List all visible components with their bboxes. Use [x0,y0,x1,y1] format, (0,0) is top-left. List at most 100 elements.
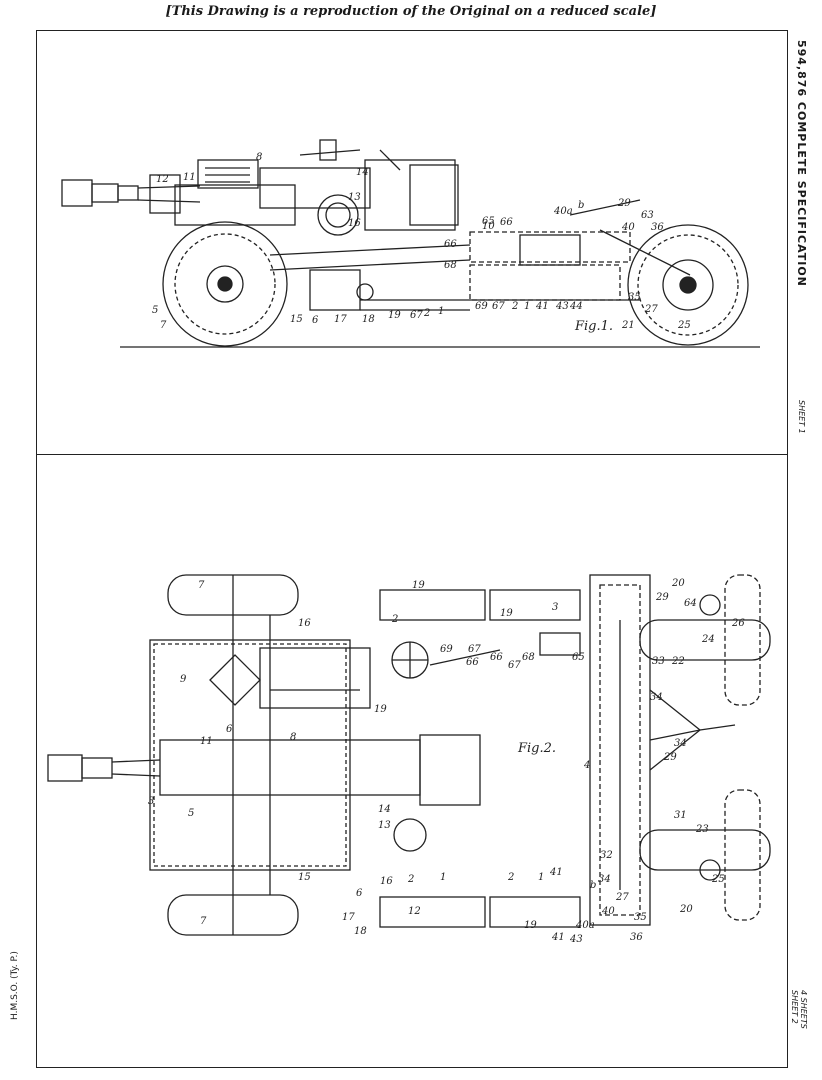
label: 63 [641,210,654,221]
label: 19 [500,608,513,619]
label: 1 [524,301,530,312]
label: 34 [674,738,687,749]
label: 66 [444,239,457,250]
label: 31 [674,810,687,821]
label: 15 [290,314,303,325]
label: 34 [598,874,611,885]
label: 40 [621,222,635,233]
figure-2-labels: 7 19 16 2 19 3 20 29 64 26 9 69 67 68 65… [148,578,745,945]
label: 6 [226,724,233,735]
label: 15 [298,872,311,883]
label: 19 [388,310,401,321]
label: 21 [621,320,635,331]
chassis-frame-side [269,199,691,311]
engine-block-plan [209,647,371,709]
label: 1 [440,872,446,883]
label: 69 [440,644,453,655]
label: 1 [538,872,544,883]
label: 17 [334,314,347,325]
figure-1-caption: Fig.1. [574,319,613,334]
label: 33 [652,656,665,667]
rear-upper-wheel [639,574,771,706]
figure-1-labels: 12 11 8 14 13 16 66 65 68 10 66 40a b 29… [152,152,691,334]
label: 69 [475,301,488,312]
label: 10 [482,221,495,232]
label: 22 [671,656,685,667]
label: 11 [183,172,196,183]
label: 20 [671,578,685,589]
label: 18 [362,314,375,325]
label: 40 [601,906,615,917]
label: 44 [569,301,583,312]
label: 16 [298,618,311,629]
label: 25 [677,320,691,331]
label: 16 [380,876,393,887]
label: 8 [256,152,262,163]
label: 68 [444,260,457,271]
label: b [578,200,584,211]
label: 36 [651,222,664,233]
label: 35 [634,912,647,923]
label: 5 [152,305,158,316]
label: 29 [655,592,669,603]
label: 16 [348,218,361,229]
label: 12 [156,174,169,185]
figure-2-plan-view: 7 19 16 2 19 3 20 29 64 26 9 69 67 68 65… [47,574,771,945]
label: 20 [679,904,693,915]
control-box [539,632,581,656]
trailing-arm [649,729,701,741]
label: 9 [180,674,187,685]
sheet-divider [36,454,788,455]
steering-wheel [391,641,429,679]
label: 19 [374,704,387,715]
label: 41 [535,301,549,312]
label: 2 [391,614,398,625]
label: 8 [290,732,296,743]
rear-lower-wheel [639,789,771,921]
vehicle-body [174,139,459,236]
label: 23 [695,824,709,835]
front-wheel [162,221,288,347]
label: 35 [628,292,641,303]
label: 43 [569,934,583,945]
label: 67 [492,301,505,312]
label: 11 [200,736,213,747]
figure-1-side-elevation: 12 11 8 14 13 16 66 65 68 10 66 40a b 29… [61,139,760,348]
rear-wheel [627,224,749,346]
figure-2-caption: Fig.2. [517,741,556,756]
label: 68 [522,652,535,663]
label: b [590,880,596,891]
trailing-arm [699,724,736,731]
label: 5 [188,808,194,819]
label: 29 [617,198,631,209]
side-rails [379,589,581,928]
label: 18 [354,926,367,937]
label: 13 [348,192,361,203]
label: 4 [583,760,590,771]
label: 66 [490,652,503,663]
label: 2 [407,874,414,885]
label: 40a [553,206,573,217]
label: 2 [423,308,430,319]
label: 3 [148,796,154,807]
label: 27 [644,304,658,315]
label: 29 [663,752,677,763]
label: 67 [410,310,423,321]
chassis-outer-frame [149,639,351,871]
label: 12 [408,906,421,917]
label: 65 [482,216,495,227]
gun-barrel-plan [47,734,481,852]
label: 7 [200,916,207,927]
label: 67 [468,644,481,655]
rear-frame [589,574,651,926]
front-right-wheel [167,894,299,936]
label: 13 [378,820,391,831]
control-linkage [429,649,501,666]
label: 25 [711,874,725,885]
label: 41 [551,932,565,943]
header-note: [This Drawing is a reproduction of the O… [165,4,657,19]
label: 7 [198,580,205,591]
label: 14 [378,804,391,815]
label: 6 [312,315,319,326]
